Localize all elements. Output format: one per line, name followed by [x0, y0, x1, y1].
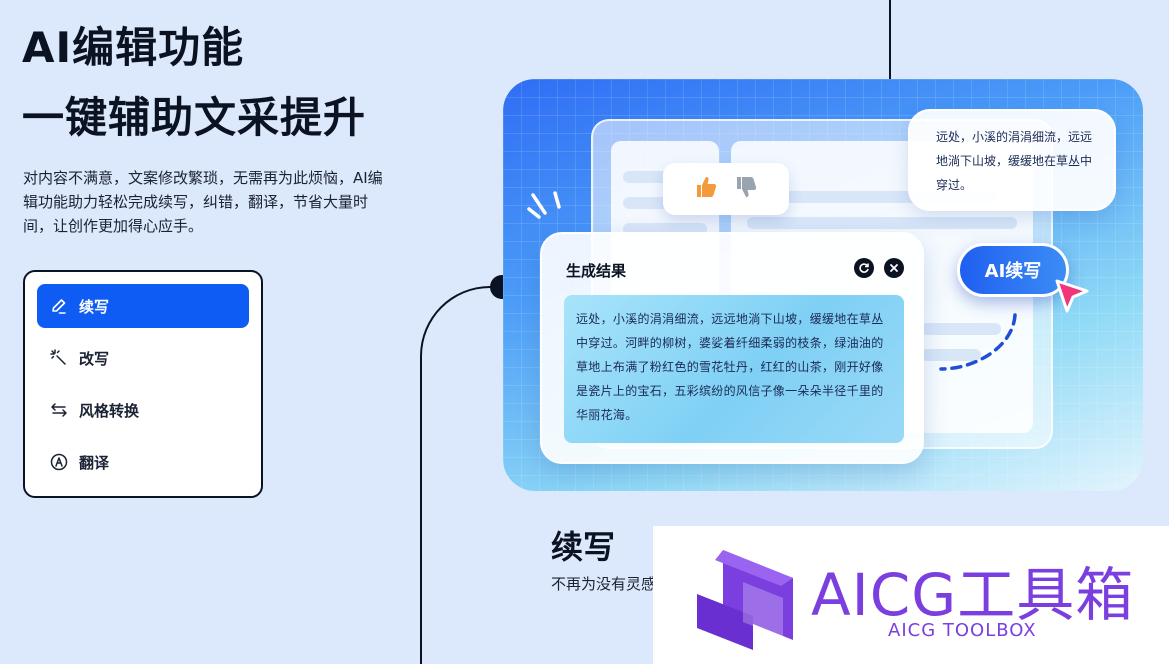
- watermark: AICG工具箱 AICG TOOLBOX: [653, 526, 1169, 664]
- magic-wand-icon: [49, 348, 69, 368]
- placeholder-line: [921, 323, 1001, 335]
- sparkle-icon: [527, 191, 561, 219]
- menu-item-label: 改写: [79, 349, 110, 368]
- cursor-icon: [1055, 279, 1089, 313]
- rating-box: [663, 163, 789, 215]
- section-title: 续写: [551, 528, 616, 566]
- result-title: 生成结果: [566, 262, 627, 280]
- menu-item-label: 风格转换: [79, 401, 140, 420]
- result-card: 生成结果 远处，小溪的涓涓细流，远远地淌下山坡，缓缓地在草丛中穿过。河畔的柳树，…: [540, 232, 924, 464]
- hero-description: 对内容不满意，文案修改繁琐，无需再为此烦恼，AI编辑功能助力轻松完成续写，纠错，…: [23, 169, 383, 235]
- section-description: 不再为没有灵感的内容进行续写界，轻松解决写: [551, 575, 661, 593]
- result-text: 远处，小溪的涓涓细流，远远地淌下山坡，缓缓地在草丛中穿过。河畔的柳树，婆娑着纤细…: [564, 295, 904, 443]
- menu-item-rewrite[interactable]: 改写: [37, 336, 249, 380]
- dashed-path: [939, 313, 1017, 371]
- menu-item-continue[interactable]: 续写: [37, 284, 249, 328]
- close-icon[interactable]: [884, 258, 904, 278]
- menu-item-translate[interactable]: 翻译: [37, 440, 249, 484]
- placeholder-line: [921, 349, 981, 361]
- watermark-subtitle: AICG TOOLBOX: [888, 620, 1037, 641]
- swap-arrows-icon: [49, 400, 69, 420]
- result-actions: [854, 258, 904, 278]
- ai-continue-button[interactable]: AI续写: [957, 243, 1069, 297]
- thumbs-down-icon[interactable]: [733, 174, 759, 204]
- toolbox-logo-icon: [697, 550, 793, 650]
- function-menu: 续写 改写 风格转换 翻译: [23, 270, 263, 498]
- page-title: AI编辑功能: [22, 23, 245, 72]
- feature-illustration: 远处，小溪的涓涓细流，远远地淌下山坡，缓缓地在草丛中穿过。 AI续写 生成结果 …: [503, 79, 1143, 491]
- watermark-title: AICG工具箱: [811, 561, 1135, 629]
- source-text-bubble: 远处，小溪的涓涓细流，远远地淌下山坡，缓缓地在草丛中穿过。: [908, 109, 1116, 211]
- translate-icon: [49, 452, 69, 472]
- placeholder-line: [747, 217, 1017, 229]
- page-subtitle: 一键辅助文采提升: [22, 93, 367, 142]
- connector-curve: [420, 286, 510, 664]
- connector-line-top: [889, 0, 891, 80]
- refresh-icon[interactable]: [854, 258, 874, 278]
- thumbs-up-icon[interactable]: [693, 174, 719, 204]
- menu-item-label: 续写: [79, 297, 110, 316]
- menu-item-label: 翻译: [79, 453, 110, 472]
- pencil-icon: [49, 296, 69, 316]
- menu-item-style-convert[interactable]: 风格转换: [37, 388, 249, 432]
